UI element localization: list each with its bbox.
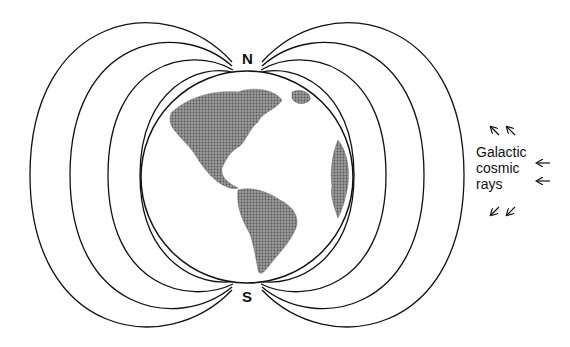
pole-label: S (240, 288, 254, 305)
pole-label: N (240, 50, 255, 67)
globe (141, 71, 353, 283)
field-lines (30, 23, 464, 327)
continents (170, 89, 349, 273)
cosmic-ray-label: Galactic cosmic rays (476, 144, 538, 192)
